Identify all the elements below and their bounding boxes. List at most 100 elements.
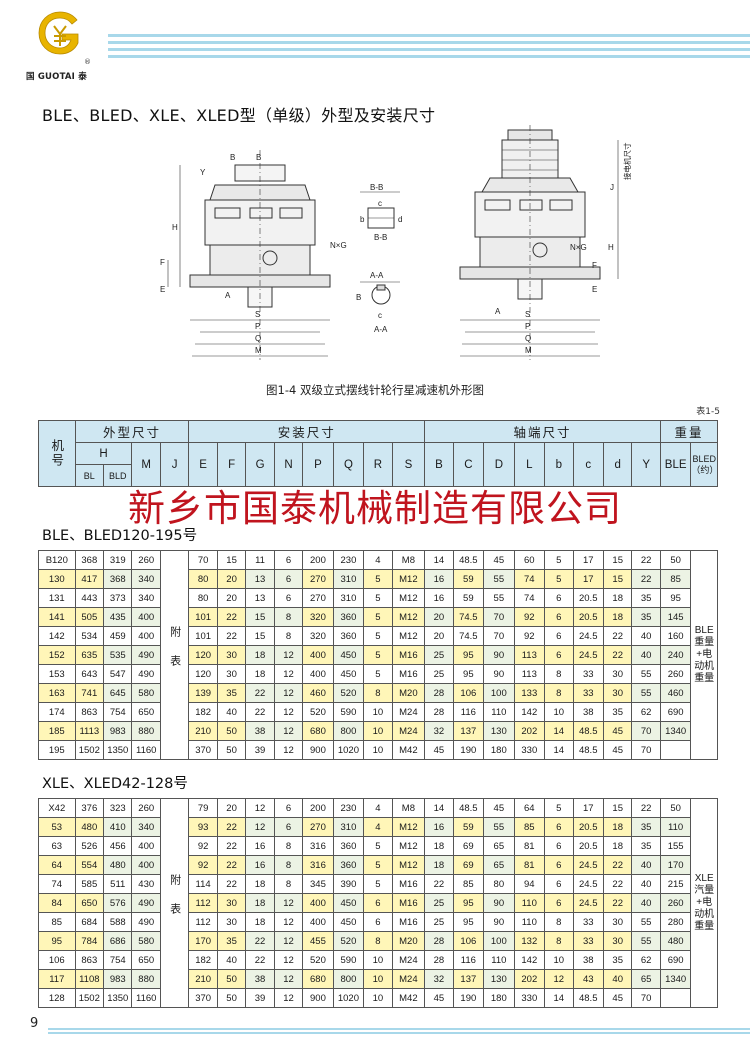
header-col-f: F bbox=[216, 442, 247, 487]
table-cell: 400 bbox=[302, 893, 334, 913]
table-cell: M20 bbox=[391, 683, 426, 703]
table-cell: 360 bbox=[332, 855, 365, 875]
table-cell: 100 bbox=[483, 931, 515, 951]
table-cell: 50 bbox=[659, 798, 692, 818]
table-cell: 202 bbox=[513, 721, 546, 741]
table-cell: M20 bbox=[391, 931, 426, 951]
table-cell: 535 bbox=[103, 645, 133, 665]
table-cell: 22 bbox=[245, 931, 275, 951]
table-cell: 142 bbox=[38, 626, 76, 646]
table-cell: 10 bbox=[544, 702, 574, 722]
table-cell: 59 bbox=[452, 588, 485, 608]
table-cell: 40 bbox=[631, 645, 661, 665]
table-cell: 50 bbox=[216, 988, 247, 1008]
table-cell: 310 bbox=[332, 569, 365, 589]
table-cell: 14 bbox=[424, 550, 454, 570]
header-col-ble: BLE bbox=[659, 442, 692, 487]
header-col-r: R bbox=[363, 442, 393, 487]
table-cell: 174 bbox=[38, 702, 76, 722]
table-cell: 40 bbox=[216, 950, 247, 970]
table-cell: 39 bbox=[245, 740, 275, 760]
table-cell: 16 bbox=[424, 817, 454, 837]
table-cell: 456 bbox=[103, 836, 133, 856]
table-cell: 15 bbox=[602, 798, 633, 818]
table-cell: 90 bbox=[483, 664, 515, 684]
table-cell: 12 bbox=[273, 988, 304, 1008]
table-cell: 38 bbox=[572, 702, 604, 722]
table-cell: 38 bbox=[572, 950, 604, 970]
table-cell: 59 bbox=[452, 817, 485, 837]
table-cell: 5 bbox=[363, 645, 393, 665]
table-cell: 400 bbox=[131, 626, 161, 646]
table-cell: M12 bbox=[391, 817, 426, 837]
table-reference: 表1-5 bbox=[696, 407, 720, 417]
table-cell: M8 bbox=[391, 550, 426, 570]
table-cell: 17 bbox=[572, 798, 604, 818]
table-cell: 45 bbox=[602, 721, 633, 741]
table-cell: 55 bbox=[631, 664, 661, 684]
table-cell: 24.5 bbox=[572, 626, 604, 646]
table-cell: B120 bbox=[38, 550, 76, 570]
table-cell: 520 bbox=[332, 931, 365, 951]
table-cell: 22 bbox=[216, 817, 247, 837]
table-cell: 130 bbox=[483, 721, 515, 741]
table-cell: 18 bbox=[424, 836, 454, 856]
table-cell: 585 bbox=[74, 874, 105, 894]
table-cell: 35 bbox=[631, 836, 661, 856]
table-cell: 16 bbox=[245, 855, 275, 875]
table-cell: 22 bbox=[245, 950, 275, 970]
table-cell: 900 bbox=[302, 988, 334, 1008]
table-cell: 5 bbox=[363, 569, 393, 589]
table-cell: 450 bbox=[332, 893, 365, 913]
table-cell: 1502 bbox=[74, 988, 105, 1008]
table-cell: 400 bbox=[302, 664, 334, 684]
table-cell: 50 bbox=[216, 721, 247, 741]
table-cell: 340 bbox=[131, 588, 161, 608]
table-cell: 93 bbox=[188, 817, 218, 837]
table-cell: 106 bbox=[452, 683, 485, 703]
table-cell: 113 bbox=[513, 645, 546, 665]
table-cell: 534 bbox=[74, 626, 105, 646]
table-cell: 48.5 bbox=[572, 988, 604, 1008]
header-model: 机号 bbox=[38, 420, 76, 487]
table-cell: 6 bbox=[273, 550, 304, 570]
table-cell: 200 bbox=[302, 550, 334, 570]
table-cell: 12 bbox=[273, 969, 304, 989]
table-cell: M12 bbox=[391, 569, 426, 589]
label-s-right: S bbox=[525, 310, 530, 319]
table-cell: 160 bbox=[659, 626, 692, 646]
table-cell: 1340 bbox=[659, 721, 692, 741]
table-cell: 430 bbox=[131, 874, 161, 894]
table-cell: 480 bbox=[74, 817, 105, 837]
table-cell: 650 bbox=[131, 950, 161, 970]
table-cell: 45 bbox=[602, 740, 633, 760]
table-cell: 18 bbox=[245, 645, 275, 665]
table-cell: M8 bbox=[391, 798, 426, 818]
table-cell: 20.5 bbox=[572, 588, 604, 608]
table-cell: 460 bbox=[659, 683, 692, 703]
table-cell: 22 bbox=[424, 874, 454, 894]
table-cell: 33 bbox=[572, 912, 604, 932]
table-cell: 95 bbox=[452, 893, 485, 913]
table-cell: 643 bbox=[74, 664, 105, 684]
table-cell: 28 bbox=[424, 683, 454, 703]
label-nxg-left: N×G bbox=[330, 241, 347, 250]
table-cell: 360 bbox=[332, 626, 365, 646]
table-cell: 114 bbox=[188, 874, 218, 894]
left-reducer-view bbox=[167, 150, 331, 360]
table-cell: 270 bbox=[302, 588, 334, 608]
table-cell: 30 bbox=[602, 931, 633, 951]
header-shaft: 轴端尺寸 bbox=[424, 420, 661, 443]
table-cell: 85 bbox=[659, 569, 692, 589]
table-cell: 330 bbox=[513, 988, 546, 1008]
table-cell: 22 bbox=[216, 607, 247, 627]
label-section-aa-lower: A-A bbox=[374, 325, 388, 334]
table-cell bbox=[659, 988, 692, 1008]
table-cell: M16 bbox=[391, 893, 426, 913]
table-cell: M12 bbox=[391, 626, 426, 646]
